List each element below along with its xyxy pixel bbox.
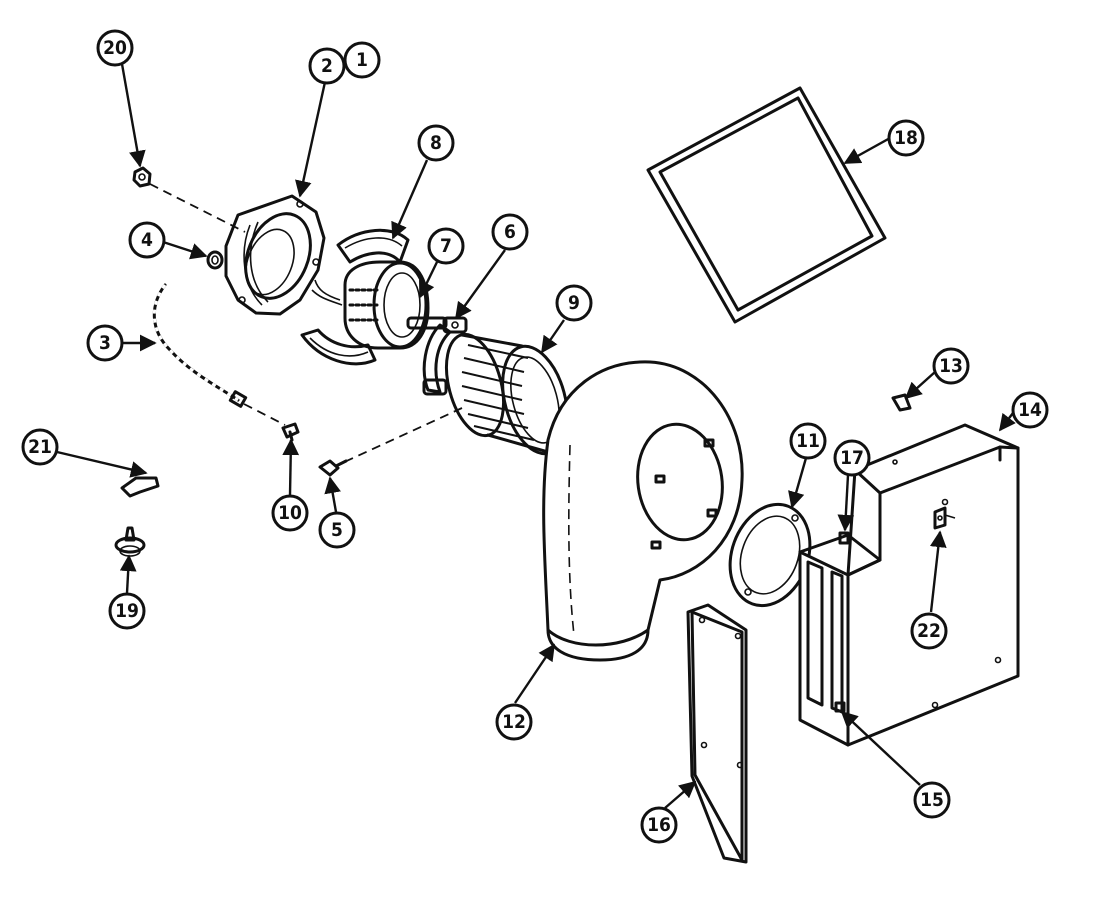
- callout-8-label: 8: [430, 132, 442, 154]
- part-filter-18: [646, 86, 887, 324]
- part-screw-5: [318, 459, 348, 477]
- assembly-line-nut-to-flange: [149, 183, 246, 233]
- callout-13: 13: [932, 347, 970, 385]
- callout-3: 3: [86, 324, 124, 362]
- callout-16-label: 16: [647, 814, 671, 836]
- callout-14-label: 14: [1018, 399, 1042, 421]
- callout-17-label: 17: [840, 447, 864, 469]
- callout-12-label: 12: [502, 711, 526, 733]
- callout-5: 5: [318, 511, 356, 549]
- callout-9-label: 9: [568, 292, 580, 314]
- callout-3-label: 3: [99, 332, 111, 354]
- callout-6: 6: [491, 213, 529, 251]
- callout-4-label: 4: [141, 229, 153, 251]
- leader-lines: [56, 63, 1016, 809]
- callout-21-label: 21: [28, 436, 52, 458]
- part-bracket-22: [933, 506, 956, 530]
- callout-10-label: 10: [278, 502, 302, 524]
- callout-12: 12: [495, 703, 533, 741]
- part-cover-panel-16: [686, 603, 748, 864]
- callout-21: 21: [21, 428, 59, 466]
- callout-22-label: 22: [917, 620, 941, 642]
- callout-7-label: 7: [440, 235, 452, 257]
- callout-22: 22: [910, 612, 948, 650]
- callout-16: 16: [640, 806, 678, 844]
- callout-4: 4: [128, 221, 166, 259]
- callout-10: 10: [271, 494, 309, 532]
- assembly-line-wheel-to-screw: [339, 407, 463, 465]
- callout-13-label: 13: [939, 355, 963, 377]
- part-blower-housing-12: [542, 360, 744, 662]
- part-clip-21: [120, 476, 160, 498]
- callout-15-label: 15: [920, 789, 944, 811]
- callout-2: 2: [308, 47, 346, 85]
- callout-18-label: 18: [894, 127, 918, 149]
- part-grommet-4: [206, 250, 224, 270]
- part-mounting-flange-2: [224, 194, 326, 316]
- part-tab-17: [838, 531, 850, 545]
- part-blower-wheel-9: [445, 332, 569, 456]
- callout-11: 11: [789, 422, 827, 460]
- callout-20-label: 20: [103, 37, 127, 59]
- callout-19-label: 19: [115, 600, 139, 622]
- callout-11-label: 11: [796, 430, 820, 452]
- part-wire-harness-3: [152, 283, 248, 408]
- callout-1-label: 1: [356, 49, 368, 71]
- part-damper-frame-15: [798, 533, 882, 747]
- callout-2-label: 2: [321, 55, 333, 77]
- part-clamp-6: [422, 316, 468, 396]
- callout-1: 1: [343, 41, 381, 79]
- callout-18: 18: [887, 119, 925, 157]
- callout-17: 17: [833, 439, 871, 477]
- callout-14: 14: [1011, 391, 1049, 429]
- part-motor-7: [311, 260, 448, 350]
- part-motor-strap-8: [300, 228, 410, 366]
- callout-6-label: 6: [504, 221, 516, 243]
- callout-19: 19: [108, 592, 146, 630]
- part-push-rivet-19: [114, 526, 146, 557]
- part-screw-10: [281, 422, 300, 442]
- callout-20: 20: [96, 29, 134, 67]
- part-nut-20: [132, 166, 152, 188]
- callout-7: 7: [427, 227, 465, 265]
- assembly-line-harness-to-screw: [243, 403, 286, 426]
- callout-5-label: 5: [331, 519, 343, 541]
- callout-15: 15: [913, 781, 951, 819]
- part-clip-13: [891, 393, 912, 412]
- callout-8: 8: [417, 124, 455, 162]
- callout-9: 9: [555, 284, 593, 322]
